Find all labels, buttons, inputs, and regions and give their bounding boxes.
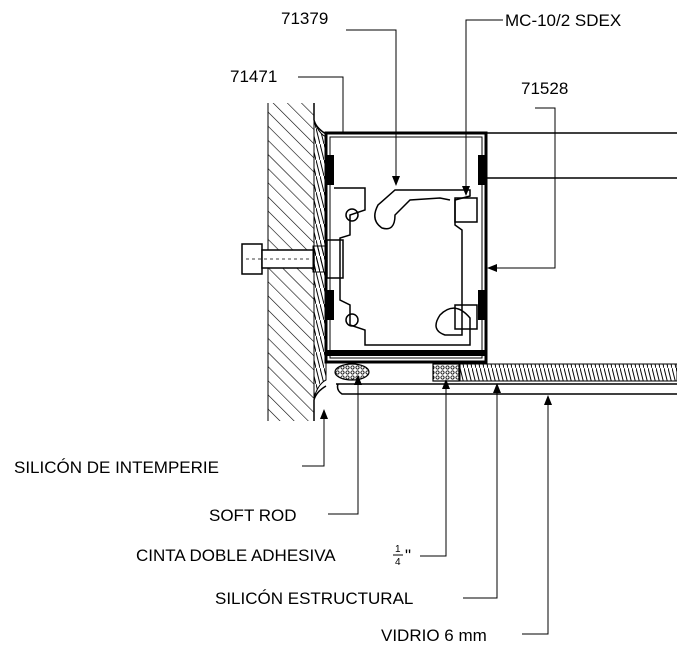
- adjacent-profile: [486, 132, 677, 179]
- anchor-bolt: [241, 239, 344, 279]
- label-structural-silicone: SILICÓN ESTRUCTURAL: [215, 589, 413, 608]
- label-tape-fraction-denominator: 4: [395, 557, 401, 568]
- leader-lines: [298, 19, 556, 635]
- structural-silicone-band: [459, 363, 677, 382]
- label-71528: 71528: [521, 79, 568, 98]
- label-71379: 71379: [281, 9, 328, 28]
- glass-pane: [336, 383, 677, 395]
- label-mc-10-2-sdex: MC-10/2 SDEX: [505, 11, 621, 30]
- soft-rod: [334, 363, 370, 381]
- inner-profile: [334, 187, 478, 346]
- aluminium-frame: [324, 131, 488, 364]
- label-71471: 71471: [230, 67, 277, 86]
- label-tape: CINTA DOBLE ADHESIVA: [136, 546, 336, 565]
- label-soft-rod: SOFT ROD: [209, 506, 297, 525]
- label-tape-fraction-numerator: 1: [395, 544, 401, 555]
- label-glass: VIDRIO 6 mm: [381, 626, 487, 645]
- label-weather-silicone: SILICÓN DE INTEMPERIE: [14, 458, 219, 477]
- label-tape-inch: ": [405, 546, 411, 565]
- double-tape: [432, 363, 460, 382]
